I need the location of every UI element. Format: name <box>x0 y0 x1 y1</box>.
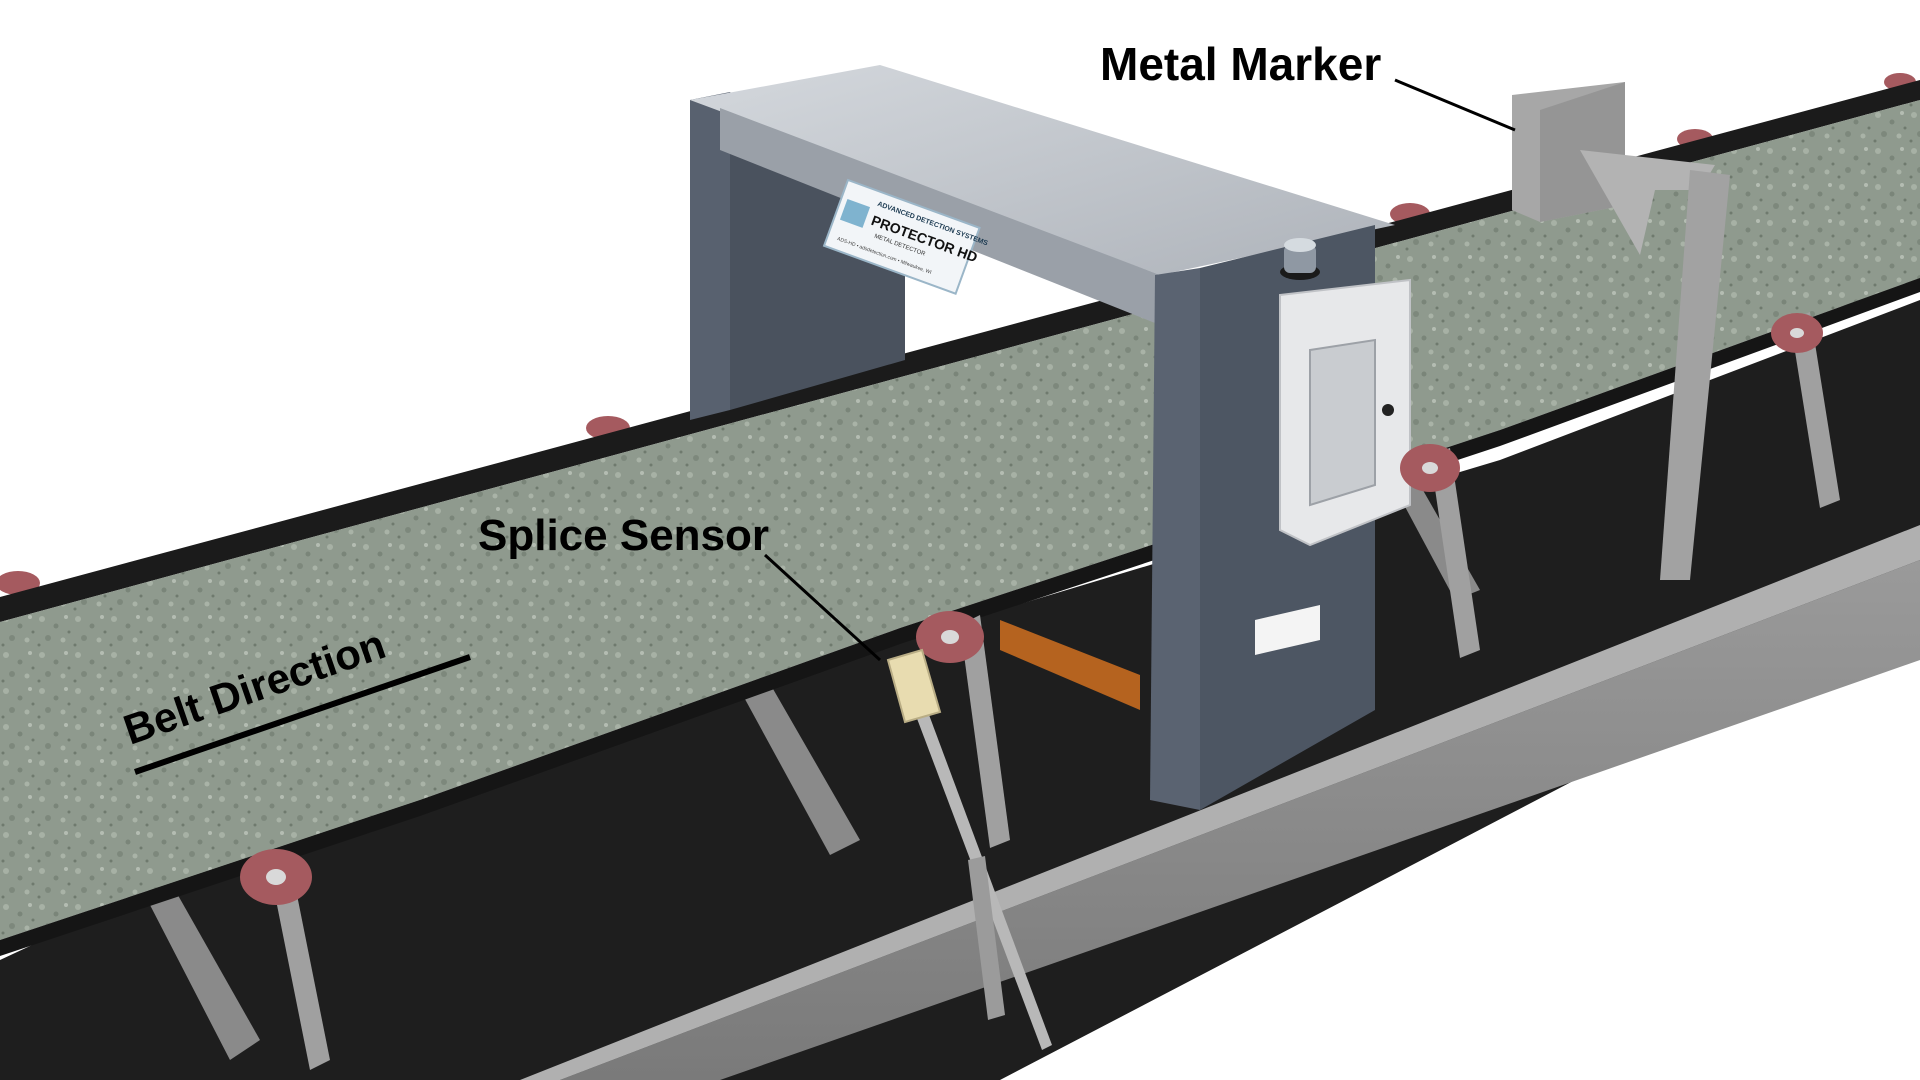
marker-post <box>1660 170 1730 580</box>
detector-leg-label <box>1255 605 1320 655</box>
detector-left-leg <box>690 92 730 420</box>
idler-rolls-near <box>240 313 1823 905</box>
idler-bracket <box>270 860 330 1070</box>
detector-aperture <box>1000 620 1140 710</box>
marker-arm <box>1580 150 1715 255</box>
frame-rail-near-top <box>520 525 1920 1080</box>
control-box-window <box>1309 338 1376 507</box>
detector-right-leg <box>1150 268 1200 810</box>
splice-sensor-leader-line <box>763 553 882 662</box>
metal-marker-leader-line <box>1394 78 1516 132</box>
splice-sensor <box>886 648 1052 1050</box>
sensor-mount-plate <box>968 856 1005 1020</box>
idler-roll <box>1422 462 1438 474</box>
metal-marker <box>1512 82 1730 580</box>
badge-logo <box>839 198 871 228</box>
belt-edge <box>0 80 1920 622</box>
idler-bracket <box>1430 448 1480 658</box>
belt-direction-underline <box>134 654 471 775</box>
metal-marker-label: Metal Marker <box>1100 38 1381 90</box>
idler-bracket <box>1790 312 1840 508</box>
idler-roll <box>266 869 286 885</box>
cross-member <box>740 675 860 855</box>
cross-member <box>150 890 260 1060</box>
idler-roll <box>941 630 959 644</box>
detector-top <box>690 65 1395 275</box>
beacon-light-icon <box>1280 238 1320 280</box>
metal-detector: ADVANCED DETECTION SYSTEMS PROTECTOR HD … <box>690 65 1411 810</box>
sensor-block <box>886 648 942 724</box>
splice-sensor-label: Splice Sensor <box>478 511 769 560</box>
belt-material <box>0 100 1920 940</box>
callout-leaders <box>134 78 1516 775</box>
control-box-lock-icon <box>1382 404 1394 416</box>
idler-bracket <box>960 615 1010 848</box>
detector-left-leg-face <box>730 92 905 410</box>
idler-roll <box>1790 328 1804 338</box>
idler-brackets <box>270 312 1840 1070</box>
